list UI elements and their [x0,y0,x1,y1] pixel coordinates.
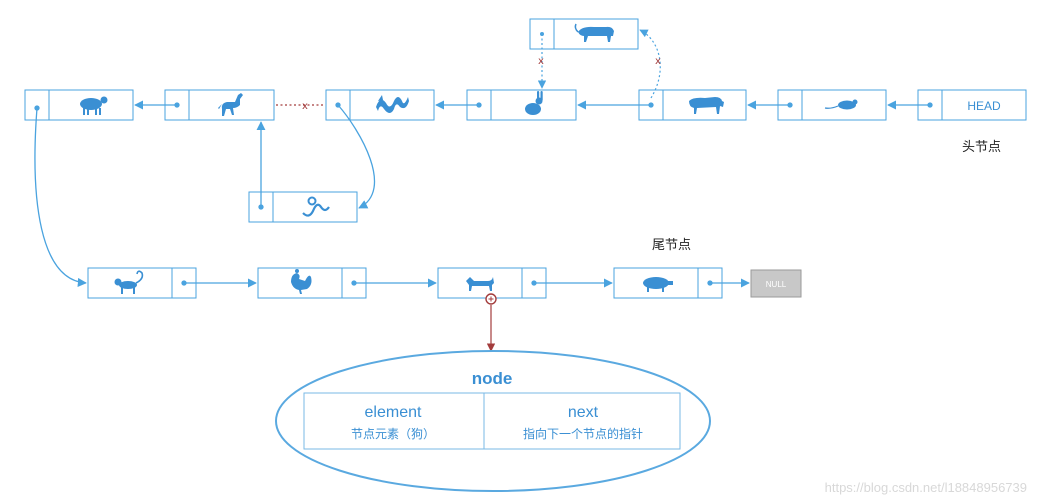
dog-icon [466,277,494,291]
horse-icon [218,93,243,116]
arrow-rat-to-ox [747,100,793,110]
watermark: https://blog.csdn.net/l18848956739 [824,480,1027,495]
null-box [750,269,802,298]
node-detail-table [303,392,681,450]
node-rooster [257,267,367,299]
break-mark-2: x [538,56,544,67]
node-rabbit [466,89,577,121]
node-rat [777,89,887,121]
arrow-pig-to-null [707,278,750,288]
break-mark-1: x [302,101,308,112]
arrow-head-to-rat [887,100,933,110]
element-title: element [365,404,422,421]
arrow-ox-to-rabbit [577,100,654,110]
arrow-snake-to-horse [256,121,266,210]
tiger-icon [574,23,614,42]
node-snake [248,191,358,223]
sheep-icon [80,96,108,115]
next-desc: 指向下一个节点的指针 [523,426,643,441]
dragon-icon [376,95,409,113]
arrow-dog-to-pig [531,278,613,288]
arrow-sheep-to-monkey [34,105,87,287]
node-sheep [24,89,134,121]
snake-icon [302,196,330,217]
arrow-monkey-to-rooster [181,278,257,288]
null-label: NULL [766,280,787,289]
node-tiger [529,18,639,50]
rat-icon [824,99,858,110]
head-label: HEAD [967,99,1001,113]
rabbit-icon [525,91,543,115]
rooster-icon [291,269,312,294]
arrow-dragon-to-snake [335,102,376,209]
break-mark-3: x [655,56,661,67]
arrow-rooster-to-dog [351,278,437,288]
node-detail-title: node [472,369,513,388]
ox-icon [689,97,724,114]
element-desc: 节点元素（狗） [351,427,435,441]
head-caption: 头节点 [962,140,1002,155]
magnifier-icon [485,293,497,305]
next-title: next [568,404,599,421]
tail-caption: 尾节点 [652,238,692,253]
node-horse [164,89,275,121]
node-dragon [325,89,435,121]
monkey-icon [114,270,144,294]
arrow-rabbit-to-dragon [435,100,482,110]
arrow-horse-to-sheep [134,100,180,110]
dotted-link-ox-tiger [639,29,661,99]
pig-icon [643,277,673,292]
node-detail-ellipse [275,350,711,492]
